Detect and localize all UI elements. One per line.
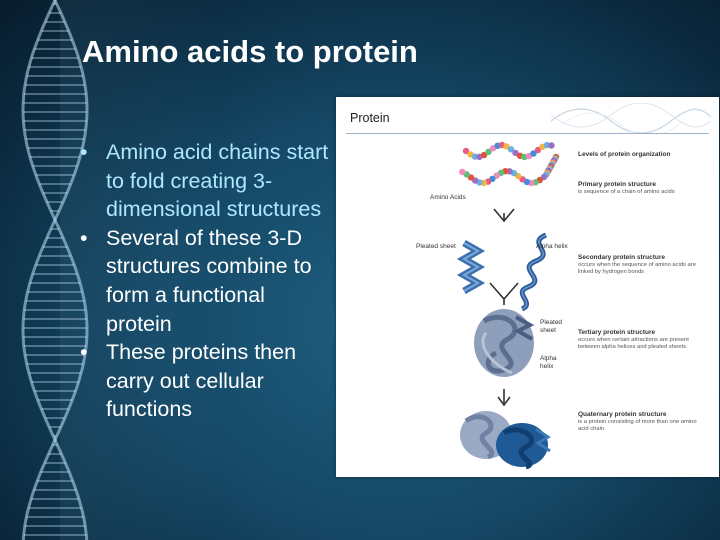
merge-arrow [490,283,518,305]
bullet-item: • Amino acid chains start to fold creati… [80,138,330,224]
level-secondary-desc: occurs when the sequence of amino acids … [578,262,708,276]
level-primary-desc: is sequence of a chain of amino acids [578,189,708,196]
bullet-glyph: • [80,224,88,253]
level-secondary-name: Secondary protein structure [578,254,665,262]
label-tertiary-alpha-helix: Alpha helix [540,355,564,371]
bullet-glyph: • [80,338,88,367]
level-quaternary-desc: is a protein consisting of more than one… [578,419,708,433]
protein-diagram [336,133,566,473]
bullet-text: Several of these 3-D structures combine … [106,226,312,336]
level-quaternary-name: Quaternary protein structure [578,411,667,419]
pleated-sheet-icon [464,243,478,291]
bullet-item: • Several of these 3-D structures combin… [80,224,330,338]
label-amino-acids: Amino Acids [430,194,466,202]
figure-title: Protein [350,111,390,125]
label-pleated-sheet: Pleated sheet [416,243,456,251]
amino-acid-bead [548,142,554,148]
tertiary-structure-icon [474,309,534,377]
wave-decoration [551,103,711,133]
label-tertiary-pleated-sheet: Pleated sheet [540,319,568,335]
label-alpha-helix: Alpha helix [536,243,568,251]
slide-title: Amino acids to protein [82,34,418,70]
down-arrow [498,389,510,405]
branch-arrow-top [494,209,514,221]
amino-acid-chain [459,142,559,186]
level-tertiary-desc: occurs when certain attractions are pres… [578,337,708,351]
amino-acid-bead [459,169,465,175]
level-primary-name: Primary protein structure [578,181,656,189]
bullet-glyph: • [80,138,88,167]
bullet-text: These proteins then carry out cellular f… [106,340,296,421]
bullet-text: Amino acid chains start to fold creating… [106,140,328,221]
bullet-item: • These proteins then carry out cellular… [80,338,330,424]
protein-figure: Protein [336,97,719,477]
quaternary-structure-icon [460,411,550,467]
levels-heading: Levels of protein organization [578,151,670,159]
bullet-list: • Amino acid chains start to fold creati… [80,138,330,424]
level-tertiary-name: Tertiary protein structure [578,329,655,337]
